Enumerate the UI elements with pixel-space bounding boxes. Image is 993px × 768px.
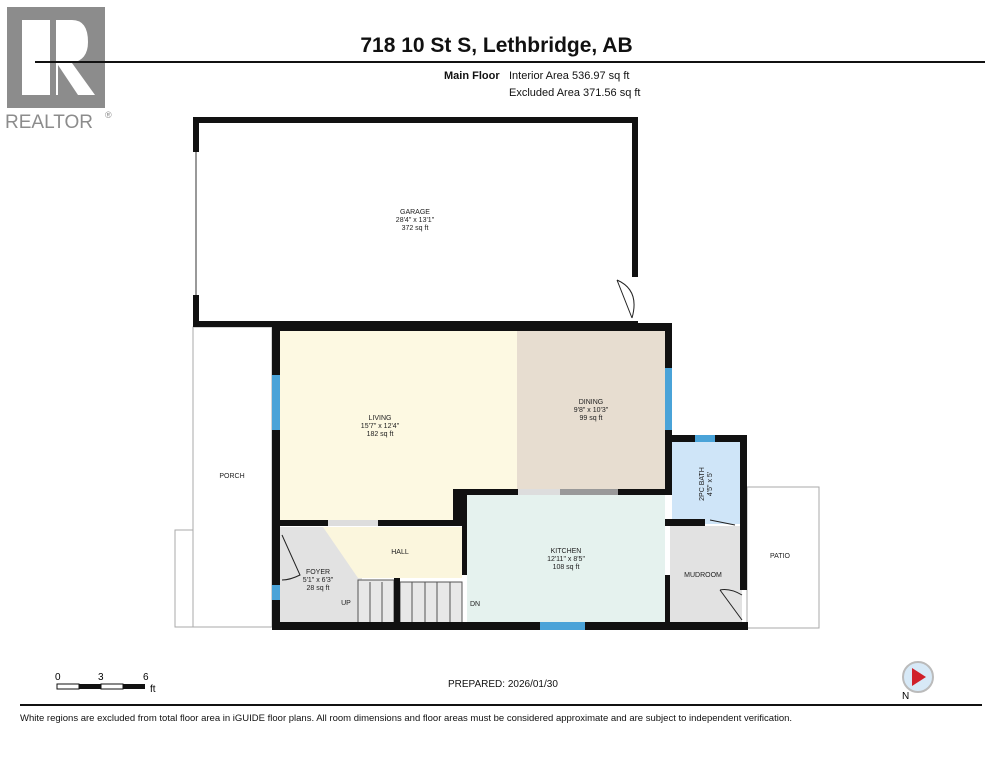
svg-text:GARAGE: GARAGE (400, 209, 430, 216)
svg-text:28 sq ft: 28 sq ft (307, 585, 330, 592)
svg-text:FOYER: FOYER (306, 569, 330, 576)
svg-text:15'7" x 12'4": 15'7" x 12'4" (361, 423, 400, 430)
svg-text:3: 3 (98, 672, 104, 683)
room-labels: GARAGE 28'4" x 13'1" 372 sq ft LIVING 15… (219, 209, 790, 608)
svg-text:®: ® (105, 110, 112, 120)
scale-bar: 0 3 6 ft (55, 672, 156, 695)
header-divider (35, 61, 985, 63)
pass-through (560, 489, 618, 495)
dining-kitchen-opening (518, 489, 560, 495)
excluded-area: Excluded Area 371.56 sq ft (509, 87, 641, 99)
walls (193, 117, 748, 630)
svg-text:MUDROOM: MUDROOM (684, 572, 722, 579)
bath-room (672, 442, 740, 524)
svg-text:DINING: DINING (579, 399, 604, 406)
svg-text:HALL: HALL (391, 549, 409, 556)
mudroom-room (670, 526, 742, 623)
svg-text:UP: UP (341, 600, 351, 607)
door-swings (281, 279, 743, 621)
svg-text:LIVING: LIVING (369, 415, 392, 422)
svg-text:5'1" x 6'3": 5'1" x 6'3" (303, 577, 334, 584)
interior-area: Interior Area 536.97 sq ft (509, 70, 630, 82)
svg-text:108 sq ft: 108 sq ft (553, 564, 580, 571)
floor-name: Main Floor (444, 70, 500, 82)
compass-icon: N (902, 661, 934, 702)
page-title: 718 10 St S, Lethbridge, AB (360, 34, 633, 57)
porch-step (174, 529, 194, 628)
garage-room (199, 123, 633, 323)
logo-text: REALTOR (5, 112, 93, 133)
realtor-logo: REALTOR ® (5, 7, 112, 133)
living-hall-opening (328, 520, 378, 526)
svg-text:N: N (902, 691, 909, 702)
svg-text:9'8" x 10'3": 9'8" x 10'3" (574, 407, 609, 414)
kitchen-room (467, 495, 665, 623)
svg-text:4'5" x 5': 4'5" x 5' (707, 472, 714, 496)
patio-area (746, 486, 820, 629)
svg-text:ft: ft (150, 684, 156, 695)
prepared-date: PREPARED: 2026/01/30 (448, 679, 558, 690)
svg-text:KITCHEN: KITCHEN (551, 548, 582, 555)
svg-text:12'11" x 8'5": 12'11" x 8'5" (547, 556, 585, 563)
svg-text:2PC BATH: 2PC BATH (699, 467, 706, 501)
dining-room (517, 331, 665, 491)
svg-text:28'4" x 13'1": 28'4" x 13'1" (396, 217, 435, 224)
footer-divider (20, 704, 982, 706)
svg-text:6: 6 (143, 672, 149, 683)
svg-text:PORCH: PORCH (219, 473, 244, 480)
disclaimer: White regions are excluded from total fl… (20, 713, 793, 724)
svg-text:DN: DN (470, 601, 480, 608)
svg-text:182 sq ft: 182 sq ft (367, 431, 394, 438)
windows (272, 368, 715, 630)
svg-text:PATIO: PATIO (770, 553, 791, 560)
svg-text:99 sq ft: 99 sq ft (580, 415, 603, 422)
hall-room (323, 527, 462, 578)
svg-text:372 sq ft: 372 sq ft (402, 225, 429, 232)
svg-text:0: 0 (55, 672, 61, 683)
stairs (357, 579, 463, 624)
